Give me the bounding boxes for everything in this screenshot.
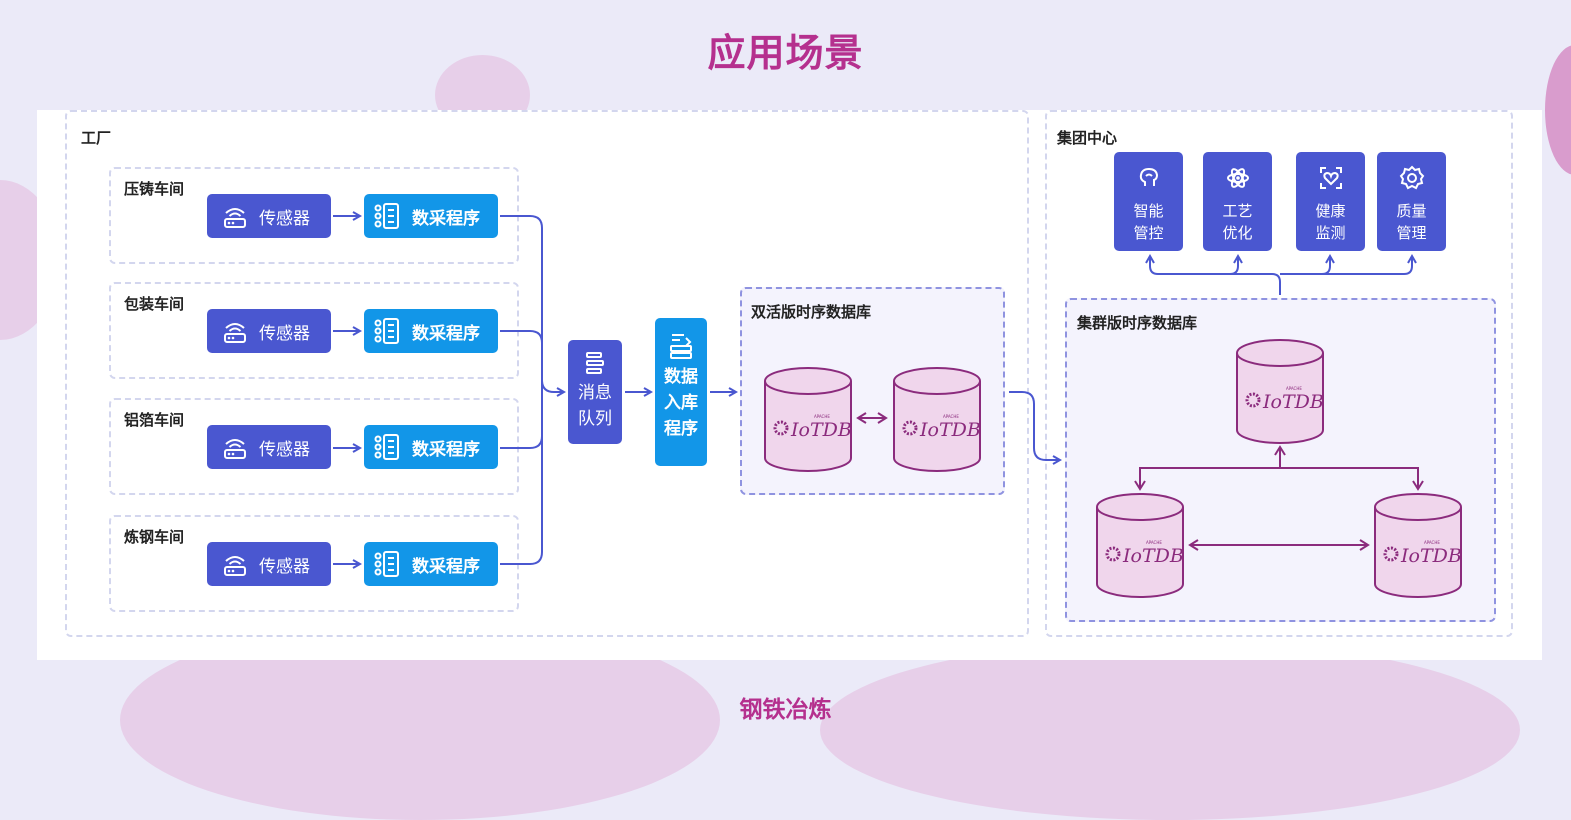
collector-box: 数采程序 [364, 194, 498, 238]
sensor-label: 传感器 [259, 556, 310, 577]
connector [500, 215, 564, 392]
sensor-box: 传感器 [207, 542, 331, 586]
queue-icon [586, 352, 604, 374]
collector-label: 数采程序 [412, 208, 480, 229]
connector [1150, 256, 1281, 295]
wifi-device-icon [224, 439, 246, 459]
page-subtitle: 钢铁冶炼 [739, 697, 832, 723]
iotdb-logo: IoTDB APACHE [1245, 386, 1324, 413]
app-label-line1: 健康 [1315, 202, 1346, 220]
app-label-line2: 监测 [1315, 224, 1346, 242]
app-label-line1: 工艺 [1222, 202, 1253, 220]
workshop-region [109, 398, 519, 495]
connector [1322, 256, 1412, 275]
collector-label: 数采程序 [412, 323, 480, 344]
collector-box: 数采程序 [364, 542, 498, 586]
connector [500, 392, 543, 449]
ingest-icon [670, 334, 692, 359]
workshop-label: 压铸车间 [124, 180, 185, 198]
wifi-device-icon [224, 556, 246, 576]
connector-layer: IoTDB APACHE IoTDB APACHE IoTDB APACHE [333, 0, 1462, 598]
iotdb-logo-text: IoTDB [1122, 545, 1184, 567]
data-collect-icon [374, 318, 399, 344]
data-collect-icon [374, 203, 399, 229]
queue-label-line1: 消息 [578, 383, 612, 403]
cluster-connector [1139, 467, 1419, 488]
workshop-label: 包装车间 [124, 295, 185, 313]
connector [1229, 256, 1238, 275]
iotdb-database: IoTDB APACHE [764, 367, 852, 472]
connector [1280, 256, 1330, 275]
iotdb-logo: IoTDB APACHE [902, 414, 981, 441]
iotdb-logo: IoTDB APACHE [1105, 540, 1184, 567]
app-label-line2: 优化 [1222, 224, 1253, 242]
app-label-line2: 管控 [1133, 224, 1164, 242]
workshop-label: 炼钢车间 [124, 528, 185, 546]
group-region [1045, 110, 1513, 637]
brain-icon [1139, 167, 1158, 186]
app-box: 工艺 优化 [1203, 152, 1272, 251]
iotdb-database: IoTDB APACHE [1374, 493, 1462, 598]
ingest-label-line3: 程序 [664, 419, 698, 439]
iotdb-database: IoTDB APACHE [893, 367, 981, 472]
sensor-box: 传感器 [207, 309, 331, 353]
connector [500, 330, 543, 392]
iotdb-logo-sub: APACHE [814, 414, 830, 419]
app-label-line1: 质量 [1396, 202, 1427, 220]
gear-icon [1399, 165, 1424, 190]
workshop-label: 铝箔车间 [124, 411, 185, 429]
sensor-box: 传感器 [207, 425, 331, 469]
ingest-label-line1: 数据 [664, 367, 698, 387]
iotdb-logo: IoTDB APACHE [773, 414, 852, 441]
app-box: 智能 管控 [1114, 152, 1183, 251]
sensor-box: 传感器 [207, 194, 331, 238]
queue-label-line2: 队列 [578, 409, 612, 429]
iotdb-logo: IoTDB APACHE [1383, 540, 1462, 567]
data-collect-icon [374, 434, 399, 460]
iotdb-logo-sub: APACHE [943, 414, 959, 419]
iotdb-logo-sub: APACHE [1286, 386, 1302, 391]
iotdb-database: IoTDB APACHE [1096, 493, 1184, 598]
ingest-label-line2: 入库 [664, 393, 698, 413]
message-queue-box: 消息 队列 [568, 340, 622, 444]
collector-box: 数采程序 [364, 309, 498, 353]
dual-db-label: 双活版时序数据库 [751, 303, 872, 321]
heart-scan-icon [1319, 167, 1342, 189]
iotdb-logo-sub: APACHE [1146, 540, 1162, 545]
cluster-db-label: 集群版时序数据库 [1077, 314, 1198, 332]
app-box: 健康 监测 [1296, 152, 1365, 251]
sensor-label: 传感器 [259, 208, 310, 229]
data-collect-icon [374, 551, 399, 577]
iotdb-database: IoTDB APACHE [1236, 339, 1324, 444]
iotdb-logo-text: IoTDB [790, 419, 852, 441]
app-label-line2: 管理 [1396, 224, 1427, 242]
factory-label: 工厂 [81, 129, 112, 147]
app-label-line1: 智能 [1133, 202, 1164, 220]
group-label: 集团中心 [1057, 129, 1118, 147]
atom-icon [1226, 168, 1249, 188]
wifi-device-icon [224, 323, 246, 343]
connector [1009, 391, 1060, 460]
collector-label: 数采程序 [412, 439, 480, 460]
iotdb-logo-text: IoTDB [1400, 545, 1462, 567]
page-title: 应用场景 [707, 31, 864, 75]
iotdb-logo-sub: APACHE [1424, 540, 1440, 545]
app-box: 质量 管理 [1377, 152, 1446, 251]
factory-region [65, 110, 1029, 637]
sensor-label: 传感器 [259, 323, 310, 344]
collector-label: 数采程序 [412, 556, 480, 577]
sensor-label: 传感器 [259, 439, 310, 460]
collector-box: 数采程序 [364, 425, 498, 469]
iotdb-logo-text: IoTDB [919, 419, 981, 441]
iotdb-logo-text: IoTDB [1262, 391, 1324, 413]
connector [500, 392, 543, 565]
wifi-device-icon [224, 208, 246, 228]
data-ingest-box: 数据 入库 程序 [655, 318, 707, 466]
